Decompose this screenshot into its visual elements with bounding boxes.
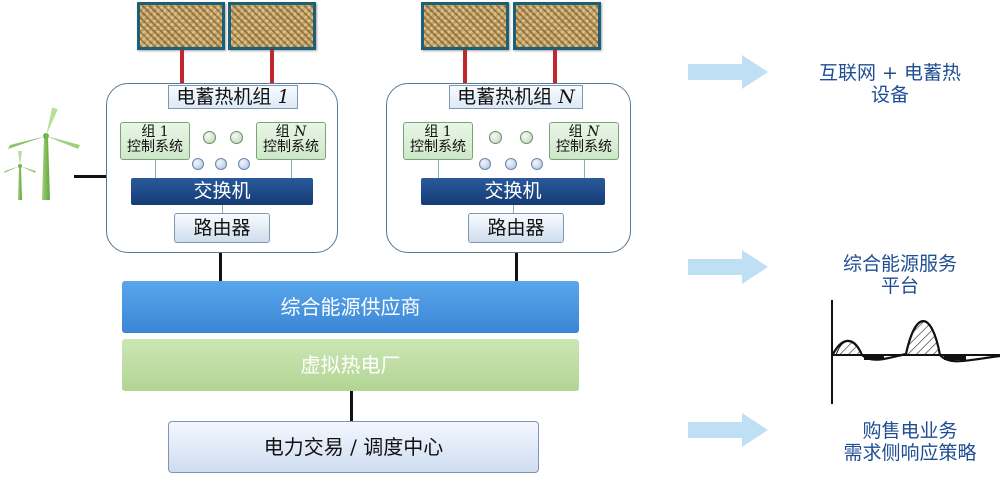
ellipsis-dot — [203, 131, 216, 144]
heater-rod — [180, 50, 184, 86]
ctrl-label: 控制系统 — [127, 139, 183, 155]
unit-title-var: N — [558, 86, 575, 108]
ctrl-prefix: 组 — [141, 124, 160, 140]
control-system-left: 组 1 控制系统 — [403, 122, 473, 160]
label-line: 综合能源服务 — [842, 253, 957, 275]
virtual-power-plant-bar: 虚拟热电厂 — [122, 339, 579, 391]
label-line: 平台 — [880, 275, 919, 297]
unit-title: 电蓄热机组 N — [449, 85, 583, 109]
arrow-right-icon — [688, 55, 768, 89]
connector-line — [438, 160, 439, 178]
unit-title-text: 电蓄热机组 — [457, 86, 559, 108]
ellipsis-dot — [531, 158, 543, 170]
heater-rod — [553, 50, 557, 86]
link-line — [515, 253, 518, 281]
load-curve-icon — [831, 300, 1000, 404]
energy-supplier-bar: 综合能源供应商 — [122, 281, 579, 333]
control-system-right: 组 N 控制系统 — [256, 122, 326, 160]
connector-line — [155, 160, 156, 178]
heater-panel — [228, 2, 316, 50]
ellipsis-dot — [489, 131, 502, 144]
energy-platform-label: 综合能源服务 平台 — [800, 253, 1000, 297]
network-switch: 交换机 — [421, 178, 605, 205]
heater-panel — [137, 2, 225, 50]
link-line — [350, 391, 353, 421]
arrow-right-icon — [688, 250, 768, 284]
ellipsis-dot — [505, 158, 517, 170]
arrow-right-icon — [688, 413, 768, 447]
ctrl-var: 1 — [442, 124, 452, 140]
link-line — [219, 253, 222, 281]
heater-rod — [270, 50, 274, 86]
unit-title-var: 1 — [277, 86, 290, 108]
internet-device-label: 互联网 + 电蓄热 设备 — [790, 62, 990, 106]
connector-line — [291, 160, 292, 178]
ellipsis-dot — [215, 158, 227, 170]
label-line: 需求侧响应策略 — [843, 442, 977, 464]
label-line: 设备 — [870, 84, 909, 106]
control-system-right: 组 N 控制系统 — [549, 122, 619, 160]
heater-rod — [463, 50, 467, 86]
router: 路由器 — [468, 213, 564, 243]
network-switch: 交换机 — [131, 178, 313, 205]
ellipsis-dot — [520, 131, 533, 144]
label-line: 互联网 + 电蓄热 — [819, 62, 961, 84]
wind-turbine-icon — [4, 107, 80, 200]
ctrl-prefix: 组 — [568, 124, 588, 140]
ctrl-label: 控制系统 — [410, 139, 466, 155]
ctrl-label: 控制系统 — [263, 139, 319, 155]
trading-dispatch-center-bar: 电力交易 / 调度中心 — [168, 421, 539, 473]
ctrl-var: 1 — [159, 124, 169, 140]
ellipsis-dot — [479, 158, 491, 170]
ellipsis-dot — [192, 158, 204, 170]
ctrl-var: N — [294, 124, 307, 140]
ctrl-prefix: 组 — [424, 124, 443, 140]
heater-panel — [513, 2, 601, 50]
electricity-business-label: 购售电业务 需求侧响应策略 — [820, 420, 1000, 464]
ellipsis-dot — [230, 131, 243, 144]
turbine-link-line — [74, 175, 106, 178]
ctrl-var: N — [587, 124, 600, 140]
ellipsis-dot — [238, 158, 250, 170]
ctrl-prefix: 组 — [275, 124, 295, 140]
unit-title: 电蓄热机组 1 — [168, 85, 298, 109]
label-line: 购售电业务 — [862, 420, 958, 442]
heater-panel — [421, 2, 509, 50]
control-system-left: 组 1 控制系统 — [120, 122, 190, 160]
connector-line — [222, 205, 223, 213]
unit-title-text: 电蓄热机组 — [176, 86, 278, 108]
connector-line — [584, 160, 585, 178]
ctrl-label: 控制系统 — [556, 139, 612, 155]
connector-line — [513, 205, 514, 213]
router: 路由器 — [174, 213, 270, 243]
